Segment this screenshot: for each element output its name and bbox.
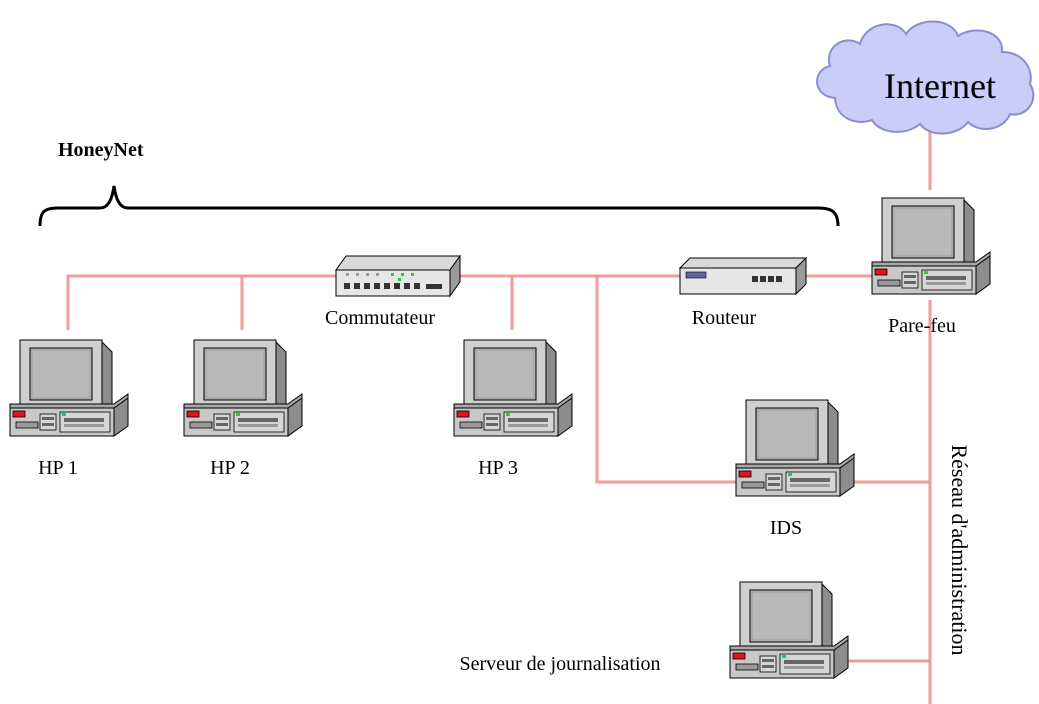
router-label: Routeur [692, 307, 757, 329]
desktop-computer-icon [729, 581, 849, 679]
cloud-icon: Internet [816, 20, 1035, 135]
honeynet-group: HoneyNet [38, 139, 840, 227]
desktop-computer-icon [735, 399, 855, 497]
hp3-label: HP 3 [478, 457, 518, 479]
log-server-node: Serveur de journalisation [459, 581, 849, 679]
hp1-label: HP 1 [38, 457, 78, 479]
desktop-computer-icon [9, 339, 129, 437]
honeynet-brace [38, 185, 840, 227]
hp2-label: HP 2 [210, 457, 250, 479]
firewall-label: Pare-feu [888, 315, 956, 337]
router-node: Routeur [678, 256, 808, 329]
network-links [66, 118, 932, 704]
switch-label: Commutateur [325, 307, 435, 329]
lan-bus [66, 274, 680, 330]
firewall-node: Pare-feu [871, 197, 991, 337]
ids-label: IDS [770, 517, 802, 539]
desktop-computer-icon [453, 339, 573, 437]
honeynet-title: HoneyNet [58, 139, 144, 161]
ids-node: IDS [735, 399, 855, 539]
network-switch-icon [335, 254, 461, 298]
hp1-node: HP 1 [9, 339, 129, 479]
hp2-node: HP 2 [183, 339, 303, 479]
hp3-node: HP 3 [453, 339, 573, 479]
internet-label: Internet [884, 66, 996, 106]
desktop-computer-icon [871, 197, 991, 295]
admin-network-label: Réseau d'administration [947, 444, 972, 655]
router-icon [678, 256, 808, 296]
link-lan-ids [595, 276, 740, 484]
switch-node: Commutateur [325, 254, 461, 329]
log-server-label: Serveur de journalisation [459, 653, 660, 675]
desktop-computer-icon [183, 339, 303, 437]
